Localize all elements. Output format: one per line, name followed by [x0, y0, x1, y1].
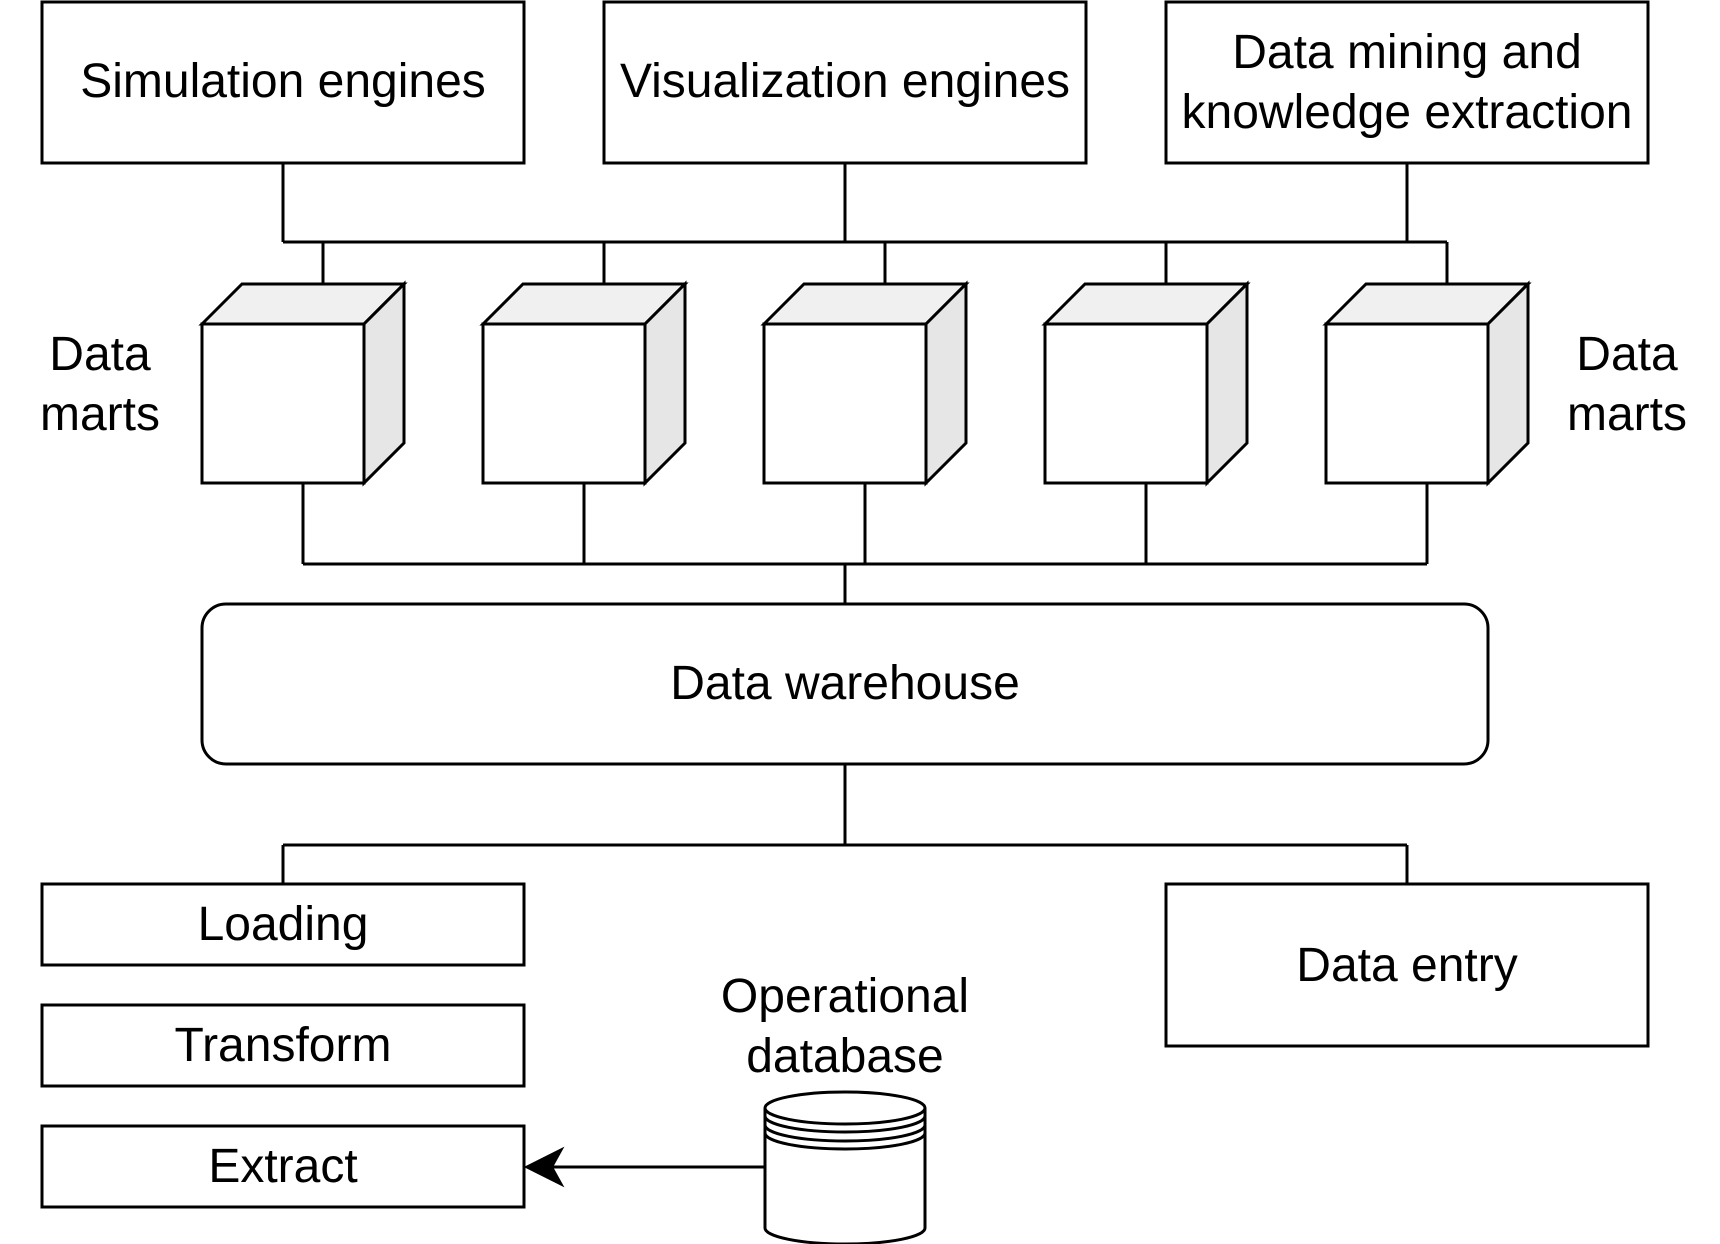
extract-box: Extract: [40, 1124, 526, 1209]
extract-arrow: [523, 1146, 765, 1188]
extract-label: Extract: [208, 1140, 357, 1193]
operational-database-line1: Operational: [721, 970, 969, 1023]
data-mart-cube-1: [198, 280, 408, 487]
simulation-engines-label: Simulation engines: [80, 55, 486, 108]
data-entry-label: Data entry: [1296, 939, 1517, 992]
transform-label: Transform: [175, 1019, 392, 1072]
operational-database-line2: database: [746, 1030, 944, 1083]
simulation-engines-box: Simulation engines: [40, 0, 526, 165]
data-marts-label-right: Data marts: [1567, 328, 1687, 441]
data-mart-cube-5: [1322, 280, 1532, 487]
data-mart-cube-3: [760, 280, 970, 487]
data-marts-right-line2: marts: [1567, 388, 1687, 441]
operational-database-label: Operational database: [721, 970, 969, 1083]
data-marts-left-line2: marts: [40, 388, 160, 441]
data-warehouse-box: Data warehouse: [200, 602, 1490, 766]
loading-box: Loading: [40, 882, 526, 967]
visualization-engines-box: Visualization engines: [602, 0, 1088, 165]
data-marts-left-line1: Data: [49, 328, 151, 381]
data-mining-label-line1: Data mining and: [1232, 26, 1582, 79]
data-marts-label-left: Data marts: [40, 328, 160, 441]
operational-database-icon: [763, 1090, 927, 1244]
data-mining-box: Data mining and knowledge extraction: [1164, 0, 1650, 165]
transform-box: Transform: [40, 1003, 526, 1088]
visualization-engines-label: Visualization engines: [620, 55, 1070, 108]
connector-mart-bus: [301, 483, 1429, 604]
data-mining-label-line2: knowledge extraction: [1182, 86, 1633, 139]
connector-top-bus: [281, 163, 1449, 284]
connector-bottom-bus: [281, 764, 1409, 884]
data-mart-cube-2: [479, 280, 689, 487]
data-entry-box: Data entry: [1164, 882, 1650, 1048]
loading-label: Loading: [198, 898, 369, 951]
data-marts-right-line1: Data: [1576, 328, 1678, 381]
data-warehouse-label: Data warehouse: [670, 657, 1020, 710]
data-mart-cube-4: [1041, 280, 1251, 487]
